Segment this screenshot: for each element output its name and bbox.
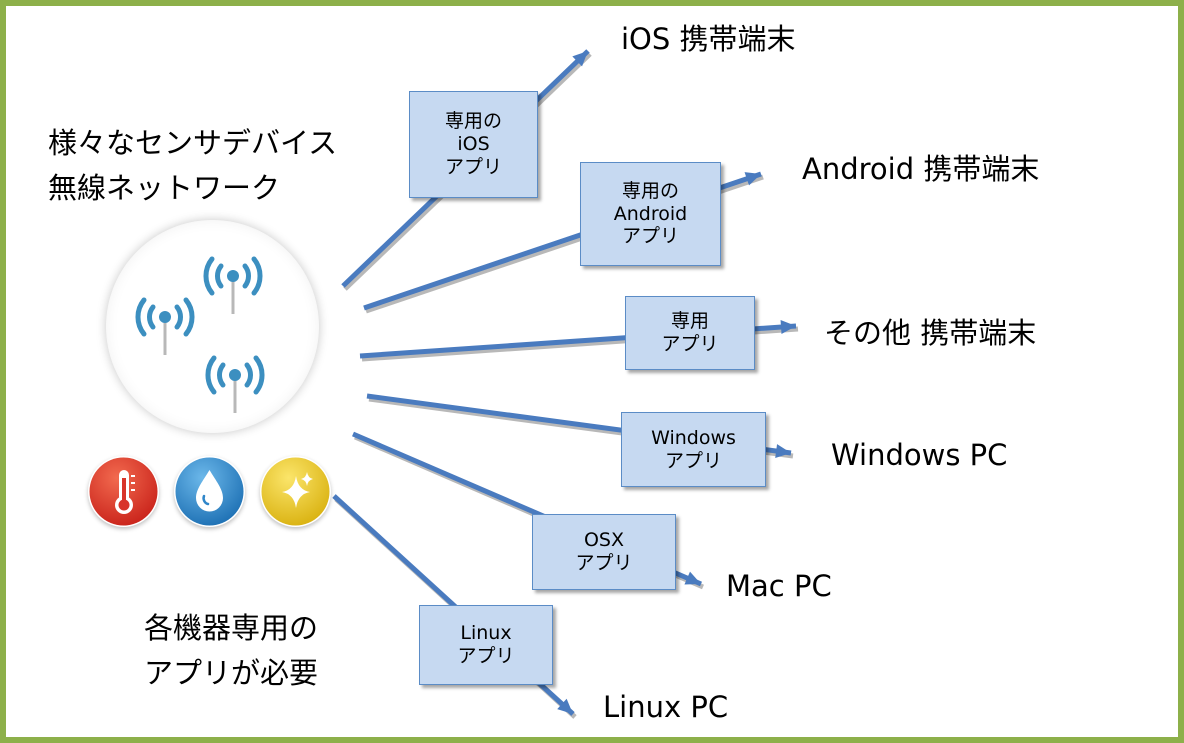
arrowhead — [684, 571, 701, 585]
sensor-network-heading: 様々なセンサデバイス 無線ネットワーク — [48, 121, 337, 211]
app-box-line: アプリ — [664, 449, 722, 472]
arrowhead — [780, 320, 796, 335]
arrowhead — [775, 444, 791, 458]
target-linux-pc: Linux PC — [603, 690, 729, 724]
app-box-line: アプリ — [457, 645, 515, 667]
app-box-osx: OSX アプリ — [532, 514, 676, 590]
app-box-other: 専用 アプリ — [625, 296, 755, 370]
note-line-1: 各機器専用の — [144, 611, 319, 645]
target-windows-pc: Windows PC — [831, 438, 1008, 472]
app-box-line: OSX — [583, 529, 625, 552]
sparkle-icon — [260, 456, 331, 527]
app-box-line: 専用 — [670, 310, 709, 333]
app-requirement-note: 各機器専用の アプリが必要 — [144, 606, 318, 696]
wireless-network-circle — [106, 220, 319, 433]
heading-line-1: 様々なセンサデバイス — [48, 126, 338, 160]
arrowhead — [572, 51, 588, 67]
heading-line-2: 無線ネットワーク — [48, 170, 281, 205]
app-box-line: アプリ — [575, 552, 633, 574]
arrowhead — [744, 172, 761, 186]
wifi-signal-icon — [203, 256, 263, 314]
app-box-line: iOS — [457, 133, 490, 156]
app-box-line: Android — [613, 202, 688, 225]
wifi-signal-icon — [205, 355, 265, 413]
app-box-windows: Windows アプリ — [621, 412, 766, 487]
note-line-2: アプリが必要 — [144, 655, 319, 690]
app-box-line: アプリ — [444, 155, 502, 178]
app-box-line: 専用の — [444, 110, 502, 133]
app-box-line: 専用の — [621, 179, 679, 202]
target-other-device: その他 携帯端末 — [824, 316, 1037, 350]
app-box-line: アプリ — [621, 225, 679, 248]
target-mac-pc: Mac PC — [726, 569, 832, 603]
app-box-line: Windows — [651, 426, 736, 449]
app-box-linux: Linux アプリ — [419, 605, 553, 685]
water-drop-icon — [174, 456, 245, 527]
thermometer-icon — [88, 456, 159, 527]
app-box-android: 専用の Android アプリ — [580, 162, 721, 266]
app-box-line: Linux — [460, 622, 512, 645]
target-android-device: Android 携帯端末 — [802, 152, 1040, 186]
arrowhead — [557, 698, 573, 714]
target-ios-device: iOS 携帯端末 — [621, 22, 796, 56]
app-box-ios: 専用の iOS アプリ — [409, 91, 538, 198]
wifi-signals — [135, 256, 265, 413]
wifi-signal-icon — [135, 297, 195, 355]
app-box-line: アプリ — [661, 333, 719, 355]
